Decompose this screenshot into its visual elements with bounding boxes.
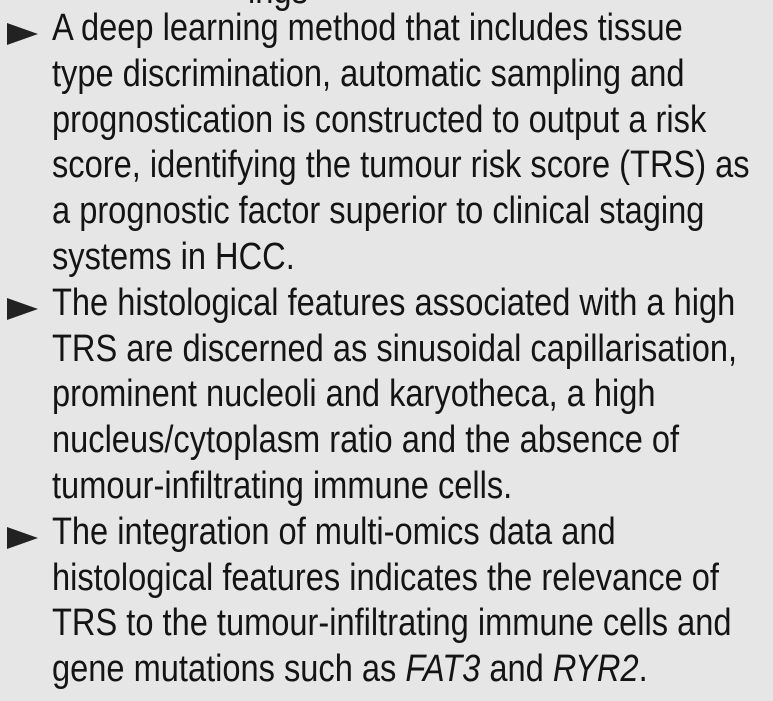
text-line: nucleus/cytoplasm ratio and the absence … bbox=[52, 419, 680, 462]
text-fragment: . bbox=[638, 648, 648, 691]
text-line: TRS are discerned as sinusoidal capillar… bbox=[52, 327, 738, 370]
text-line: type discrimination, automatic sampling … bbox=[52, 52, 685, 95]
bullet-text: A deep learning method that includes tis… bbox=[52, 6, 773, 281]
triangle-bullet-icon bbox=[7, 23, 38, 45]
text-line: score, identifying the tumour risk score… bbox=[52, 144, 750, 187]
list-item: The integration of multi-omics data and … bbox=[0, 510, 773, 693]
key-messages-list: A deep learning method that includes tis… bbox=[0, 6, 773, 693]
text-line: The integration of multi-omics data and bbox=[52, 510, 616, 553]
text-line: The histological features associated wit… bbox=[52, 281, 736, 324]
list-item: The histological features associated wit… bbox=[0, 281, 773, 510]
text-line: systems in HCC. bbox=[52, 235, 295, 278]
text-line: a prognostic factor superior to clinical… bbox=[52, 190, 705, 233]
text-line: histological features indicates the rele… bbox=[52, 556, 719, 599]
text-line-with-gene-names: gene mutations such as FAT3 and RYR2. bbox=[52, 647, 671, 693]
text-line: A deep learning method that includes tis… bbox=[52, 7, 683, 49]
gene-name-ryr2: RYR2 bbox=[552, 648, 639, 691]
triangle-bullet-icon bbox=[7, 297, 38, 320]
text-line: prognostication is constructed to output… bbox=[52, 98, 707, 141]
text-fragment: and bbox=[480, 648, 553, 691]
gene-name-fat3: FAT3 bbox=[405, 648, 481, 691]
list-item: A deep learning method that includes tis… bbox=[0, 6, 773, 281]
bullet-text: The integration of multi-omics data and … bbox=[52, 510, 773, 693]
bullet-text: The histological features associated wit… bbox=[52, 281, 773, 510]
text-line: tumour-infiltrating immune cells. bbox=[52, 464, 513, 507]
text-line: prominent nucleoli and karyotheca, a hig… bbox=[52, 373, 656, 416]
text-fragment: gene mutations such as bbox=[52, 648, 406, 691]
text-line: TRS to the tumour-infiltrating immune ce… bbox=[52, 602, 732, 645]
triangle-bullet-icon bbox=[7, 526, 38, 549]
